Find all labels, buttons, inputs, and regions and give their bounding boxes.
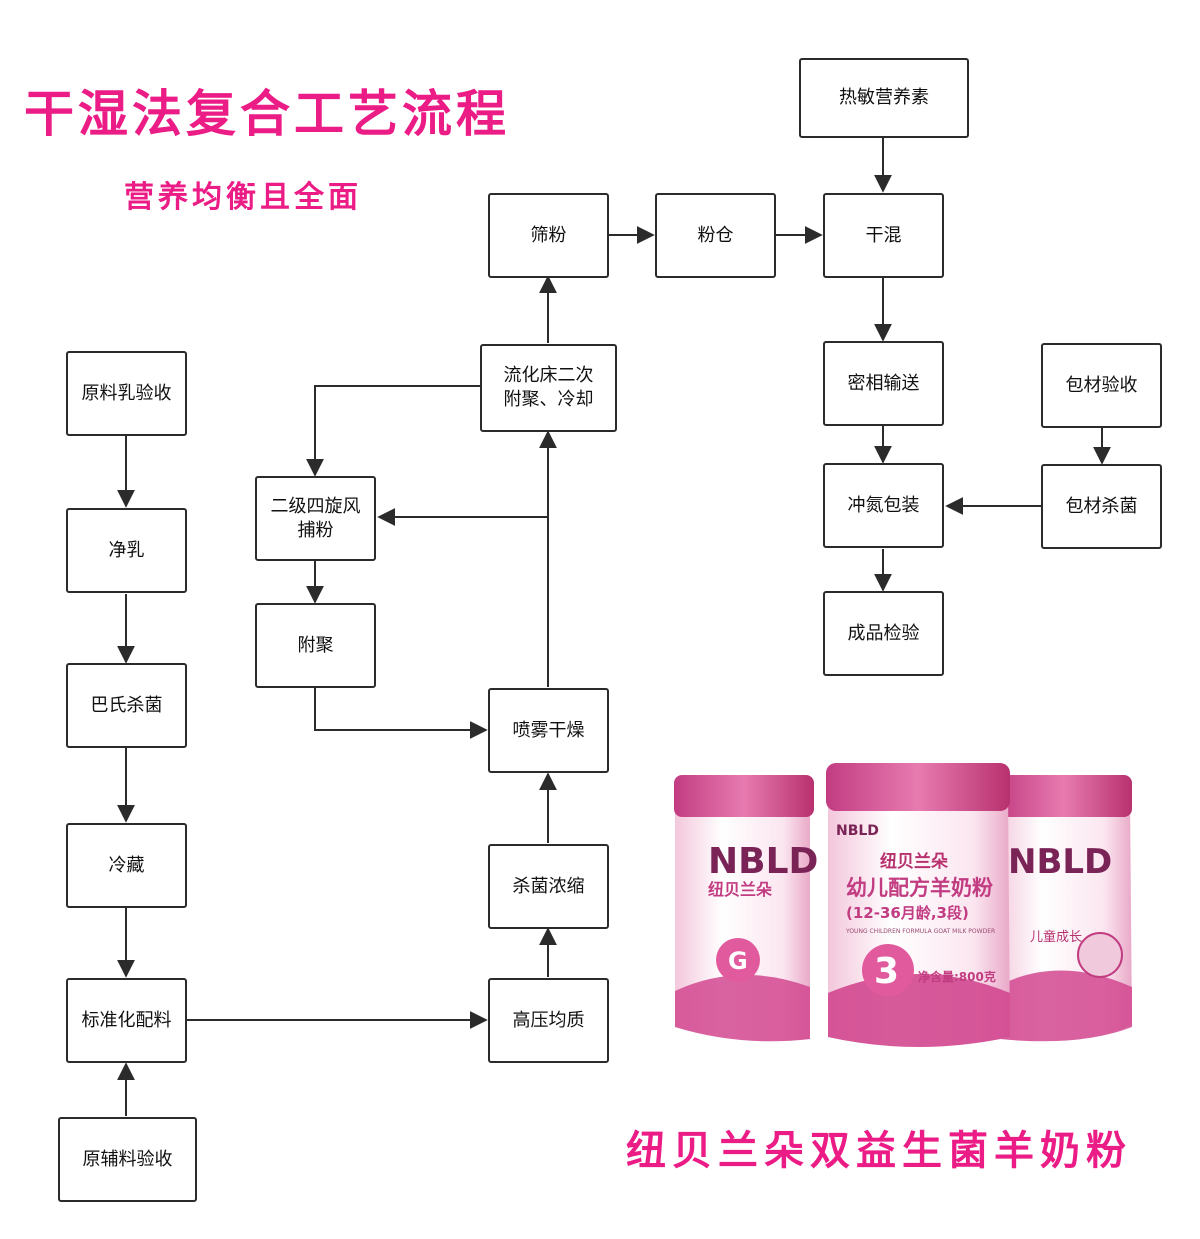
node-sieve: 筛粉 bbox=[488, 193, 609, 278]
node-nitrogen-packaging: 冲氮包装 bbox=[823, 463, 944, 548]
node-homogenize: 高压均质 bbox=[488, 978, 609, 1063]
right-can-brand: NBLD bbox=[1008, 842, 1112, 882]
node-agglomerate: 附聚 bbox=[255, 603, 376, 688]
center-can-brand: NBLD bbox=[836, 823, 879, 839]
node-milk-purify: 净乳 bbox=[66, 508, 187, 593]
product-name: 纽贝兰朵双益生菌羊奶粉 bbox=[626, 1128, 1132, 1174]
left-can: NBLD 纽贝兰朵 G bbox=[674, 775, 818, 1042]
node-sealed-transport: 密相输送 bbox=[823, 341, 944, 426]
page-subtitle: 营养均衡且全面 bbox=[124, 180, 362, 215]
node-packaging-sterilize: 包材杀菌 bbox=[1041, 464, 1162, 549]
node-cyclone: 二级四旋风 捕粉 bbox=[255, 476, 376, 561]
right-can: NBLD 儿童成长 bbox=[993, 775, 1132, 1042]
node-packaging-inspection: 包材验收 bbox=[1041, 343, 1162, 428]
node-heat-sensitive-nutrients: 热敏营养素 bbox=[799, 58, 969, 138]
node-fluid-bed: 流化床二次 附聚、冷却 bbox=[480, 344, 617, 432]
node-refrigerate: 冷藏 bbox=[66, 823, 187, 908]
node-finished-inspection: 成品检验 bbox=[823, 591, 944, 676]
right-can-text: 儿童成长 bbox=[1030, 929, 1082, 945]
node-standardize-mix: 标准化配料 bbox=[66, 978, 187, 1063]
center-can-title: 幼儿配方羊奶粉 bbox=[846, 876, 993, 900]
left-can-letter: G bbox=[728, 947, 748, 975]
node-powder-silo: 粉仓 bbox=[655, 193, 776, 278]
center-can-stage: (12-36月龄,3段) bbox=[846, 904, 969, 922]
product-cans-image: NBLD 儿童成长 NBLD 纽贝兰朵 G NBLD 纽贝兰朵 幼儿配方羊奶粉 … bbox=[674, 763, 1132, 1047]
node-dry-mix: 干混 bbox=[823, 193, 944, 278]
center-can-number: 3 bbox=[874, 951, 899, 992]
center-can-weight: 净含量:800克 bbox=[918, 969, 996, 984]
left-can-brand: NBLD bbox=[708, 841, 818, 882]
page-title: 干湿法复合工艺流程 bbox=[24, 85, 510, 143]
node-pasteurize: 巴氏杀菌 bbox=[66, 663, 187, 748]
arrow-fluidbed-to-cyclone bbox=[306, 385, 480, 477]
node-aux-material-inspection: 原辅料验收 bbox=[58, 1117, 197, 1202]
left-can-brand-cn: 纽贝兰朵 bbox=[708, 880, 772, 899]
center-can-en: YOUNG CHILDREN FORMULA GOAT MILK POWDER bbox=[845, 928, 995, 935]
node-sterilize-concentrate: 杀菌浓缩 bbox=[488, 844, 609, 929]
node-raw-milk-inspection: 原料乳验收 bbox=[66, 351, 187, 436]
center-can-brand-cn: 纽贝兰朵 bbox=[880, 851, 948, 872]
arrow-agglomerate-to-spray bbox=[314, 688, 488, 739]
center-can: NBLD 纽贝兰朵 幼儿配方羊奶粉 (12-36月龄,3段) YOUNG CHI… bbox=[826, 763, 1010, 1047]
node-spray-dry: 喷雾干燥 bbox=[488, 688, 609, 773]
